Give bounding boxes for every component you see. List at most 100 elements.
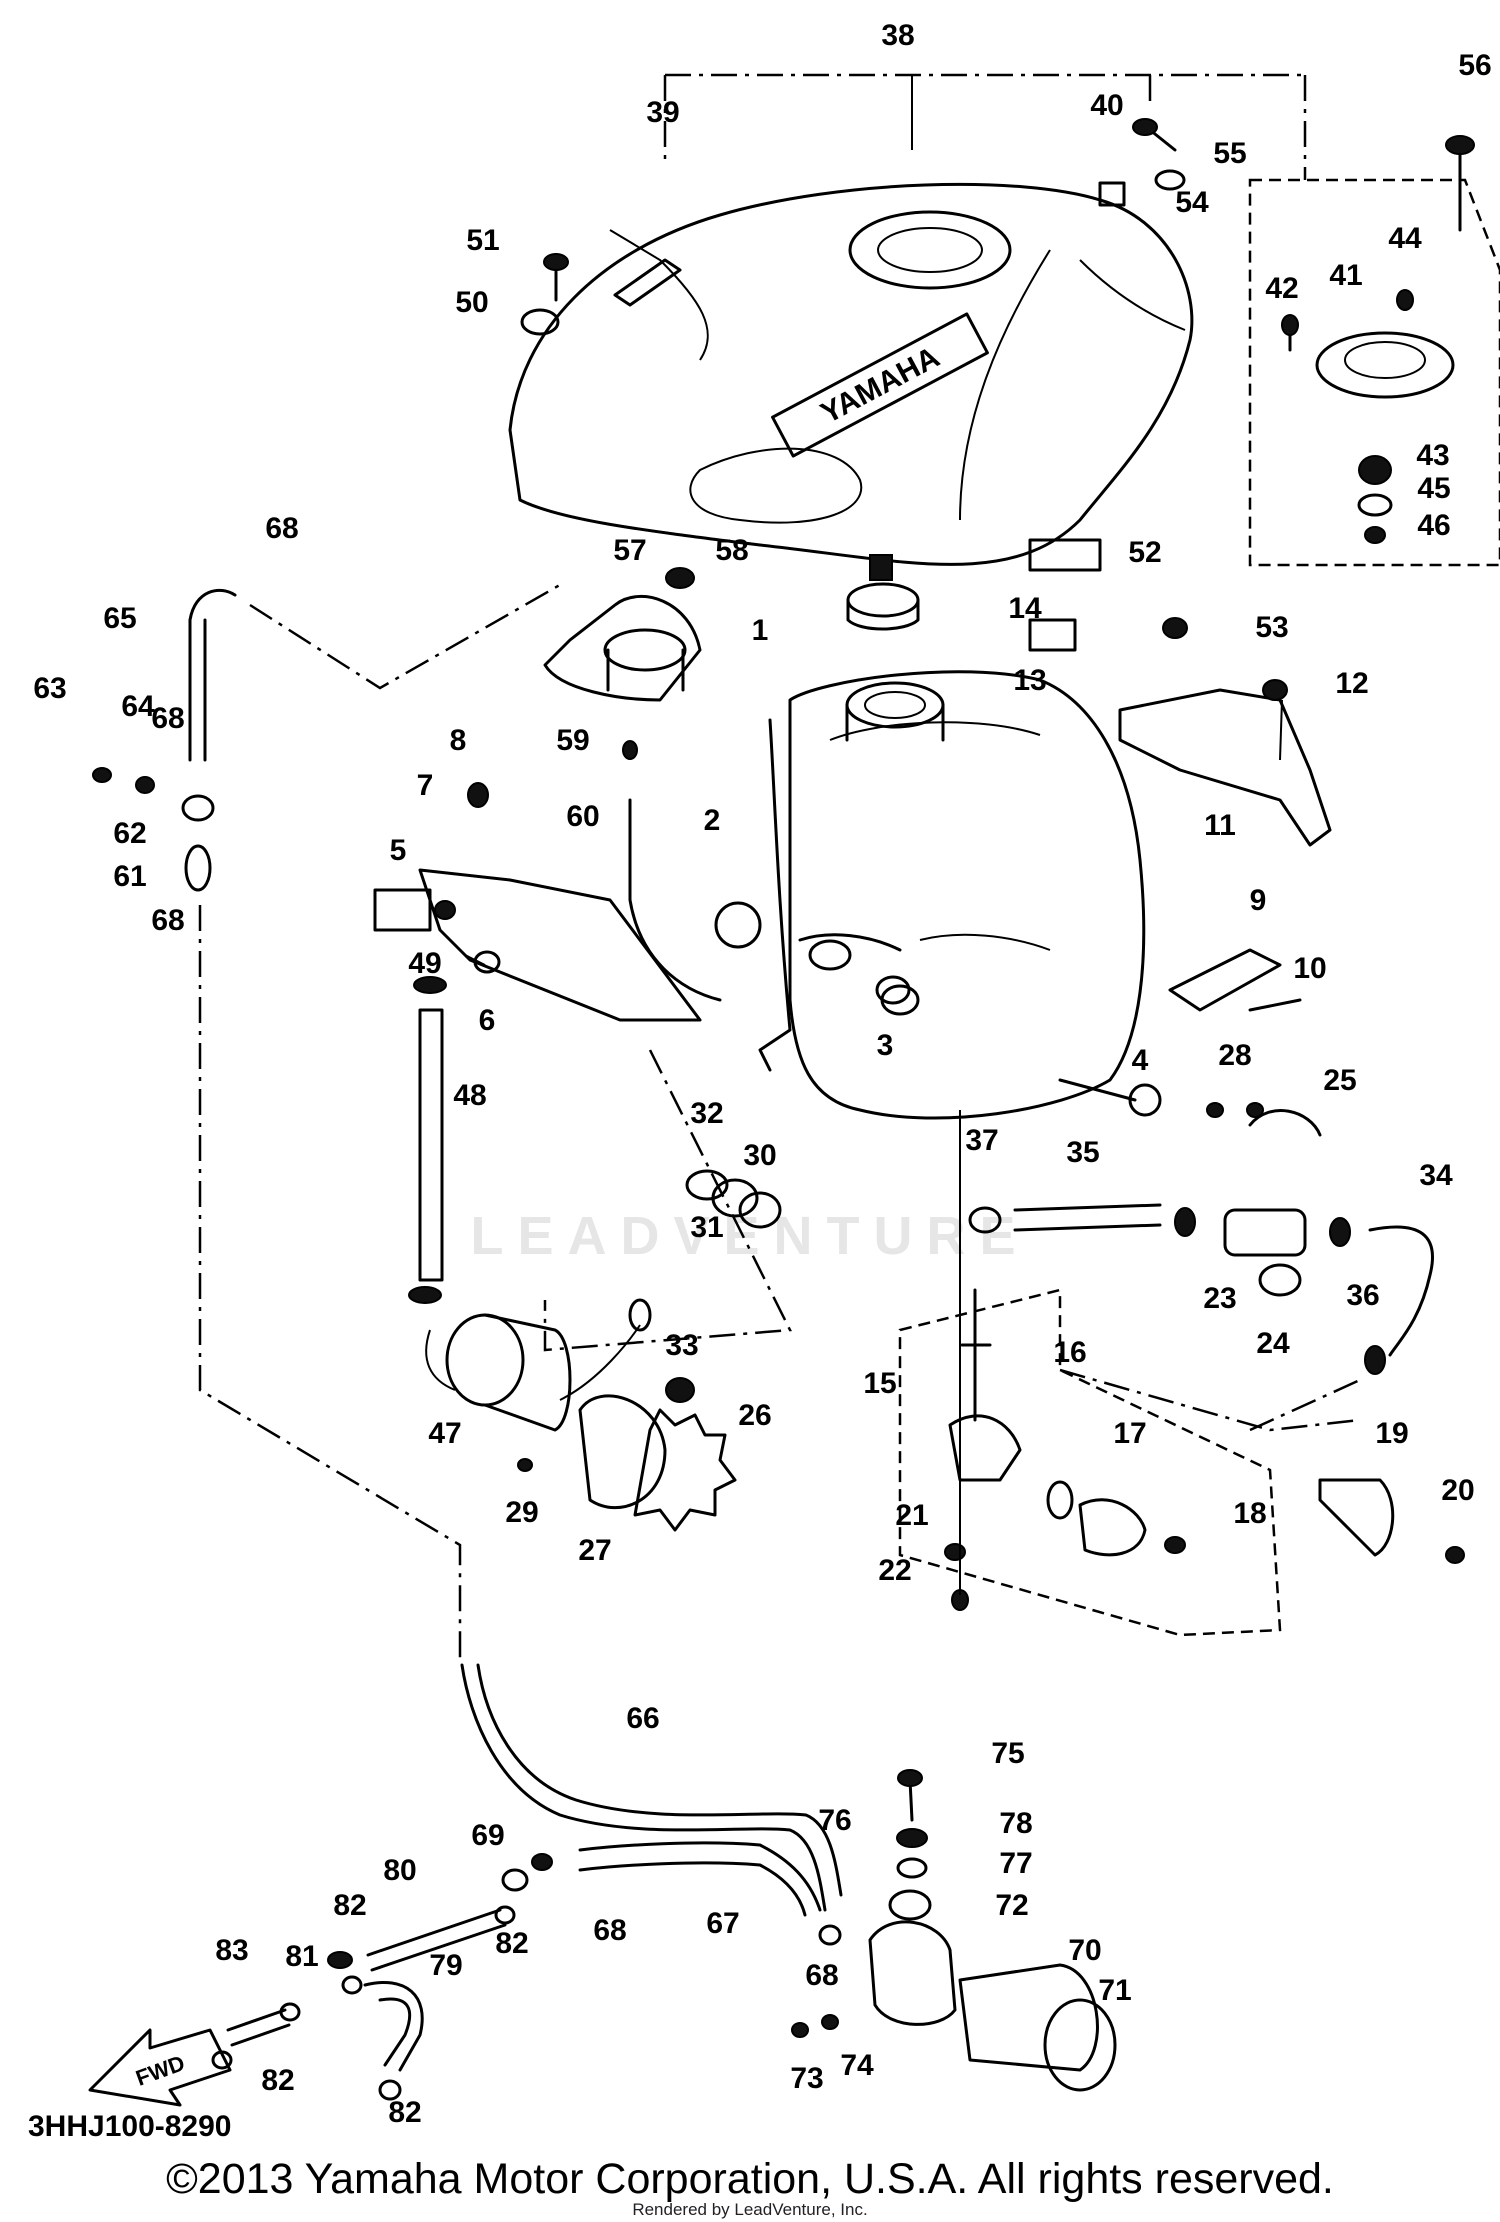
callout-17: 17 <box>1113 1417 1146 1450</box>
copyright-notice: ©2013 Yamaha Motor Corporation, U.S.A. A… <box>166 2155 1334 2203</box>
callout-58: 58 <box>715 534 748 567</box>
callout-56: 56 <box>1458 49 1491 82</box>
callout-53: 53 <box>1255 611 1288 644</box>
callout-23: 23 <box>1203 1282 1236 1315</box>
callout-57: 57 <box>613 534 646 567</box>
callout-5: 5 <box>390 834 407 867</box>
callout-9: 9 <box>1250 884 1267 917</box>
callout-18: 18 <box>1233 1497 1266 1530</box>
callout-75: 75 <box>991 1737 1024 1770</box>
callout-49: 49 <box>408 947 441 980</box>
callout-29: 29 <box>505 1496 538 1529</box>
callout-82: 82 <box>333 1889 366 1922</box>
callout-67: 67 <box>706 1907 739 1940</box>
callout-83: 83 <box>215 1934 248 1967</box>
callout-19: 19 <box>1375 1417 1408 1450</box>
callout-25: 25 <box>1323 1064 1356 1097</box>
callout-10: 10 <box>1293 952 1326 985</box>
callout-37: 37 <box>965 1124 998 1157</box>
callout-51: 51 <box>466 224 499 257</box>
callout-35: 35 <box>1066 1136 1099 1169</box>
callout-22: 22 <box>878 1554 911 1587</box>
callout-3: 3 <box>877 1029 894 1062</box>
callout-68: 68 <box>265 512 298 545</box>
callout-65: 65 <box>103 602 136 635</box>
fuel-pump <box>425 1298 652 1432</box>
callout-55: 55 <box>1213 137 1246 170</box>
callout-16: 16 <box>1053 1336 1086 1369</box>
callout-4: 4 <box>1132 1044 1149 1077</box>
callout-68: 68 <box>151 702 184 735</box>
callout-74: 74 <box>840 2049 874 2082</box>
callout-34: 34 <box>1419 1159 1453 1192</box>
callout-21: 21 <box>895 1499 928 1532</box>
callout-39: 39 <box>646 96 679 129</box>
callout-2: 2 <box>704 804 721 837</box>
diagram-reference: 3HHJ100-8290 <box>28 2110 232 2143</box>
callout-13: 13 <box>1013 664 1046 697</box>
callout-63: 63 <box>33 672 66 705</box>
callout-54: 54 <box>1175 186 1209 219</box>
cover-cap-opening <box>848 210 1012 290</box>
callout-59: 59 <box>556 724 589 757</box>
tank-cover <box>508 182 1194 566</box>
callout-68: 68 <box>805 1959 838 1992</box>
yamaha-emblem: YAMAHA <box>771 312 989 458</box>
callout-70: 70 <box>1068 1934 1101 1967</box>
callout-68: 68 <box>593 1914 626 1947</box>
callout-81: 81 <box>285 1940 318 1973</box>
callout-80: 80 <box>383 1854 416 1887</box>
callout-40: 40 <box>1090 89 1123 122</box>
cap-41 <box>1315 331 1455 399</box>
callout-32: 32 <box>690 1097 723 1130</box>
callout-47: 47 <box>428 1417 461 1450</box>
callout-30: 30 <box>743 1139 776 1172</box>
cap-40 <box>1098 181 1126 207</box>
callout-43: 43 <box>1416 439 1449 472</box>
callout-79: 79 <box>429 1949 462 1982</box>
callout-73: 73 <box>790 2062 823 2095</box>
callout-36: 36 <box>1346 1279 1379 1312</box>
callout-46: 46 <box>1417 509 1450 542</box>
callout-71: 71 <box>1098 1974 1131 2007</box>
callout-28: 28 <box>1218 1039 1251 1072</box>
callout-61: 61 <box>113 860 146 893</box>
diagram-artwork: YAMAHA <box>88 73 1500 2107</box>
fuel-tank <box>788 670 1146 1120</box>
callout-60: 60 <box>566 800 599 833</box>
callout-26: 26 <box>738 1399 771 1432</box>
callout-48: 48 <box>453 1079 486 1112</box>
callout-24: 24 <box>1256 1327 1290 1360</box>
callout-33: 33 <box>665 1329 698 1362</box>
callout-62: 62 <box>113 817 146 850</box>
callout-11: 11 <box>1204 809 1236 842</box>
fwd-text: FWD <box>132 2050 188 2091</box>
tank-neck <box>845 681 945 729</box>
callout-8: 8 <box>450 724 467 757</box>
callout-64: 64 <box>121 690 155 723</box>
callout-72: 72 <box>995 1889 1028 1922</box>
fwd-arrow: FWD <box>88 2028 232 2107</box>
callout-68: 68 <box>151 904 184 937</box>
callout-12: 12 <box>1335 667 1368 700</box>
rendered-by: Rendered by LeadVenture, Inc. <box>632 2200 868 2219</box>
callout-7: 7 <box>417 769 434 802</box>
callout-15: 15 <box>863 1367 896 1400</box>
callout-78: 78 <box>999 1807 1032 1840</box>
callout-44: 44 <box>1388 222 1422 255</box>
callout-66: 66 <box>626 1702 659 1735</box>
callout-27: 27 <box>578 1534 611 1567</box>
callout-69: 69 <box>471 1819 504 1852</box>
callout-76: 76 <box>818 1804 851 1837</box>
callout-1: 1 <box>752 614 769 647</box>
callout-6: 6 <box>479 1004 496 1037</box>
callout-42: 42 <box>1265 272 1298 305</box>
callout-41: 41 <box>1329 259 1362 292</box>
callout-20: 20 <box>1441 1474 1474 1507</box>
callout-45: 45 <box>1417 472 1450 505</box>
callout-31: 31 <box>690 1211 723 1244</box>
callout-52: 52 <box>1128 536 1161 569</box>
callout-14: 14 <box>1008 592 1042 625</box>
callout-82: 82 <box>495 1927 528 1960</box>
